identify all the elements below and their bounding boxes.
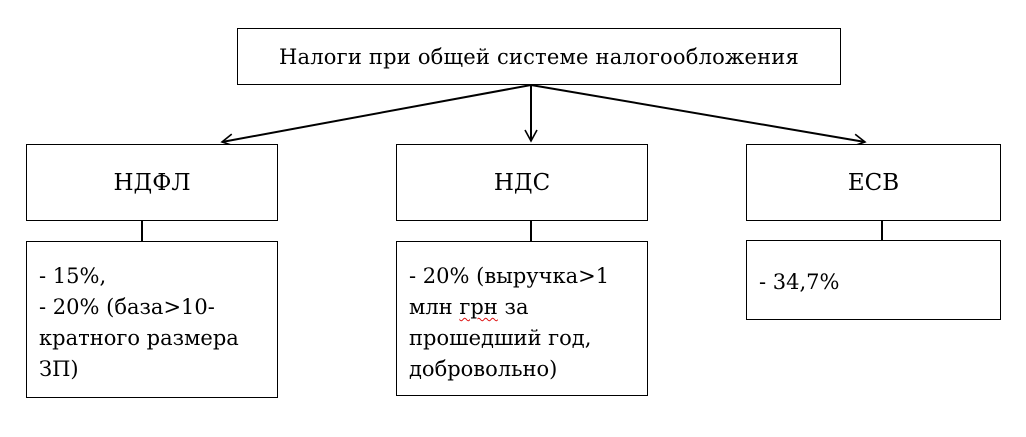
detail-line: - 15%, — [39, 264, 107, 288]
category-nds: НДС — [396, 144, 648, 221]
detail-line: добровольно) — [409, 357, 558, 381]
arrow-to-esv — [530, 84, 867, 147]
category-ndfl: НДФЛ — [26, 144, 278, 221]
root-label: Налоги при общей системе налогообложения — [279, 44, 799, 69]
detail-line: прошедший год, — [409, 326, 592, 350]
category-label: ЕСВ — [847, 169, 900, 196]
category-label: НДФЛ — [113, 169, 191, 196]
category-label: НДС — [493, 169, 551, 196]
detail-text: за — [497, 295, 529, 319]
category-esv: ЕСВ — [746, 144, 1001, 221]
detail-text: млн — [409, 295, 460, 319]
detail-line: - 20% (выручка>1 — [409, 264, 610, 288]
detail-line: ЗП) — [39, 357, 79, 381]
detail-ndfl: - 15%, - 20% (база>10- кратного размера … — [26, 241, 278, 398]
detail-line: - 34,7% — [759, 270, 840, 294]
detail-esv: - 34,7% — [746, 240, 1001, 320]
detail-line: млн грн за — [409, 292, 647, 323]
root-node: Налоги при общей системе налогообложения — [237, 28, 841, 85]
detail-line: кратного размера — [39, 326, 239, 350]
detail-nds: - 20% (выручка>1 млн грн за прошедший го… — [396, 241, 648, 396]
spellcheck-word: грн — [459, 295, 498, 319]
arrow-to-ndfl — [220, 84, 532, 147]
detail-line: - 20% (база>10- — [39, 295, 215, 319]
